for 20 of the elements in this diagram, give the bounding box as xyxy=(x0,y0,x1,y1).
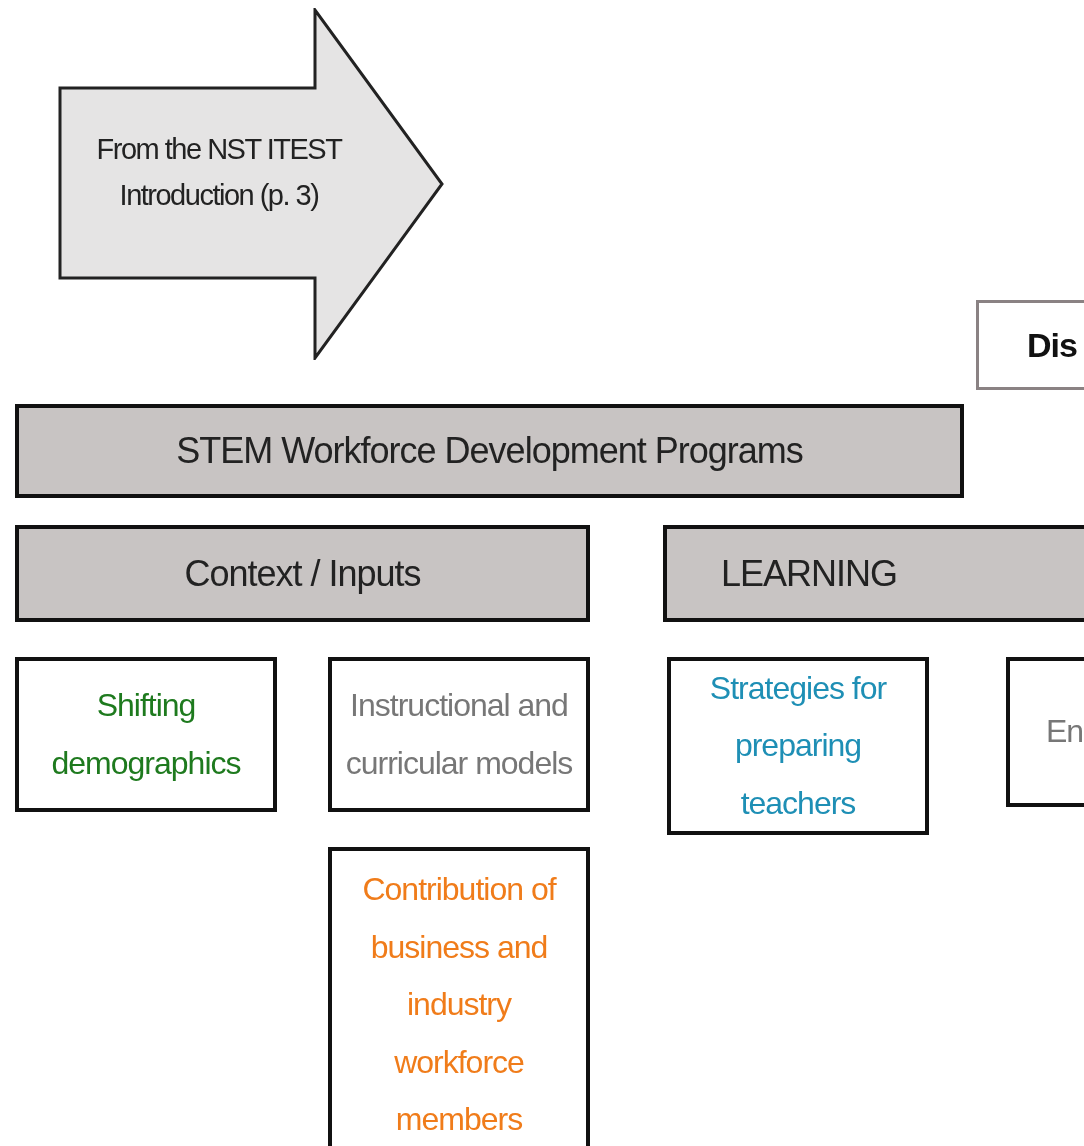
node-label: Context / Inputs xyxy=(184,551,421,596)
node-label: LEARNING xyxy=(721,551,898,596)
topic-box xyxy=(1006,657,1084,807)
section-box xyxy=(976,300,1084,390)
node-label: Shifting demographics xyxy=(50,685,242,783)
node-label: Contribution of business and industry workforce members xyxy=(361,870,558,1140)
node-label: STEM Workforce Development Programs xyxy=(176,429,803,473)
node-label: Strategies for preparing teachers xyxy=(708,668,888,823)
node-label: En xyxy=(1046,712,1084,752)
node-label: Instructional and curricular models xyxy=(344,685,574,783)
topic-box xyxy=(328,657,590,812)
header-bar xyxy=(663,525,1084,622)
node-label: Dis xyxy=(1027,324,1077,366)
node-label: From the NST ITEST Introduction (p. 3) xyxy=(95,132,343,214)
header-bar xyxy=(15,525,590,622)
topic-box xyxy=(15,657,277,812)
arrow-shape xyxy=(58,8,444,360)
topic-box xyxy=(667,657,929,835)
topic-box xyxy=(328,847,590,1146)
header-bar xyxy=(15,404,964,498)
